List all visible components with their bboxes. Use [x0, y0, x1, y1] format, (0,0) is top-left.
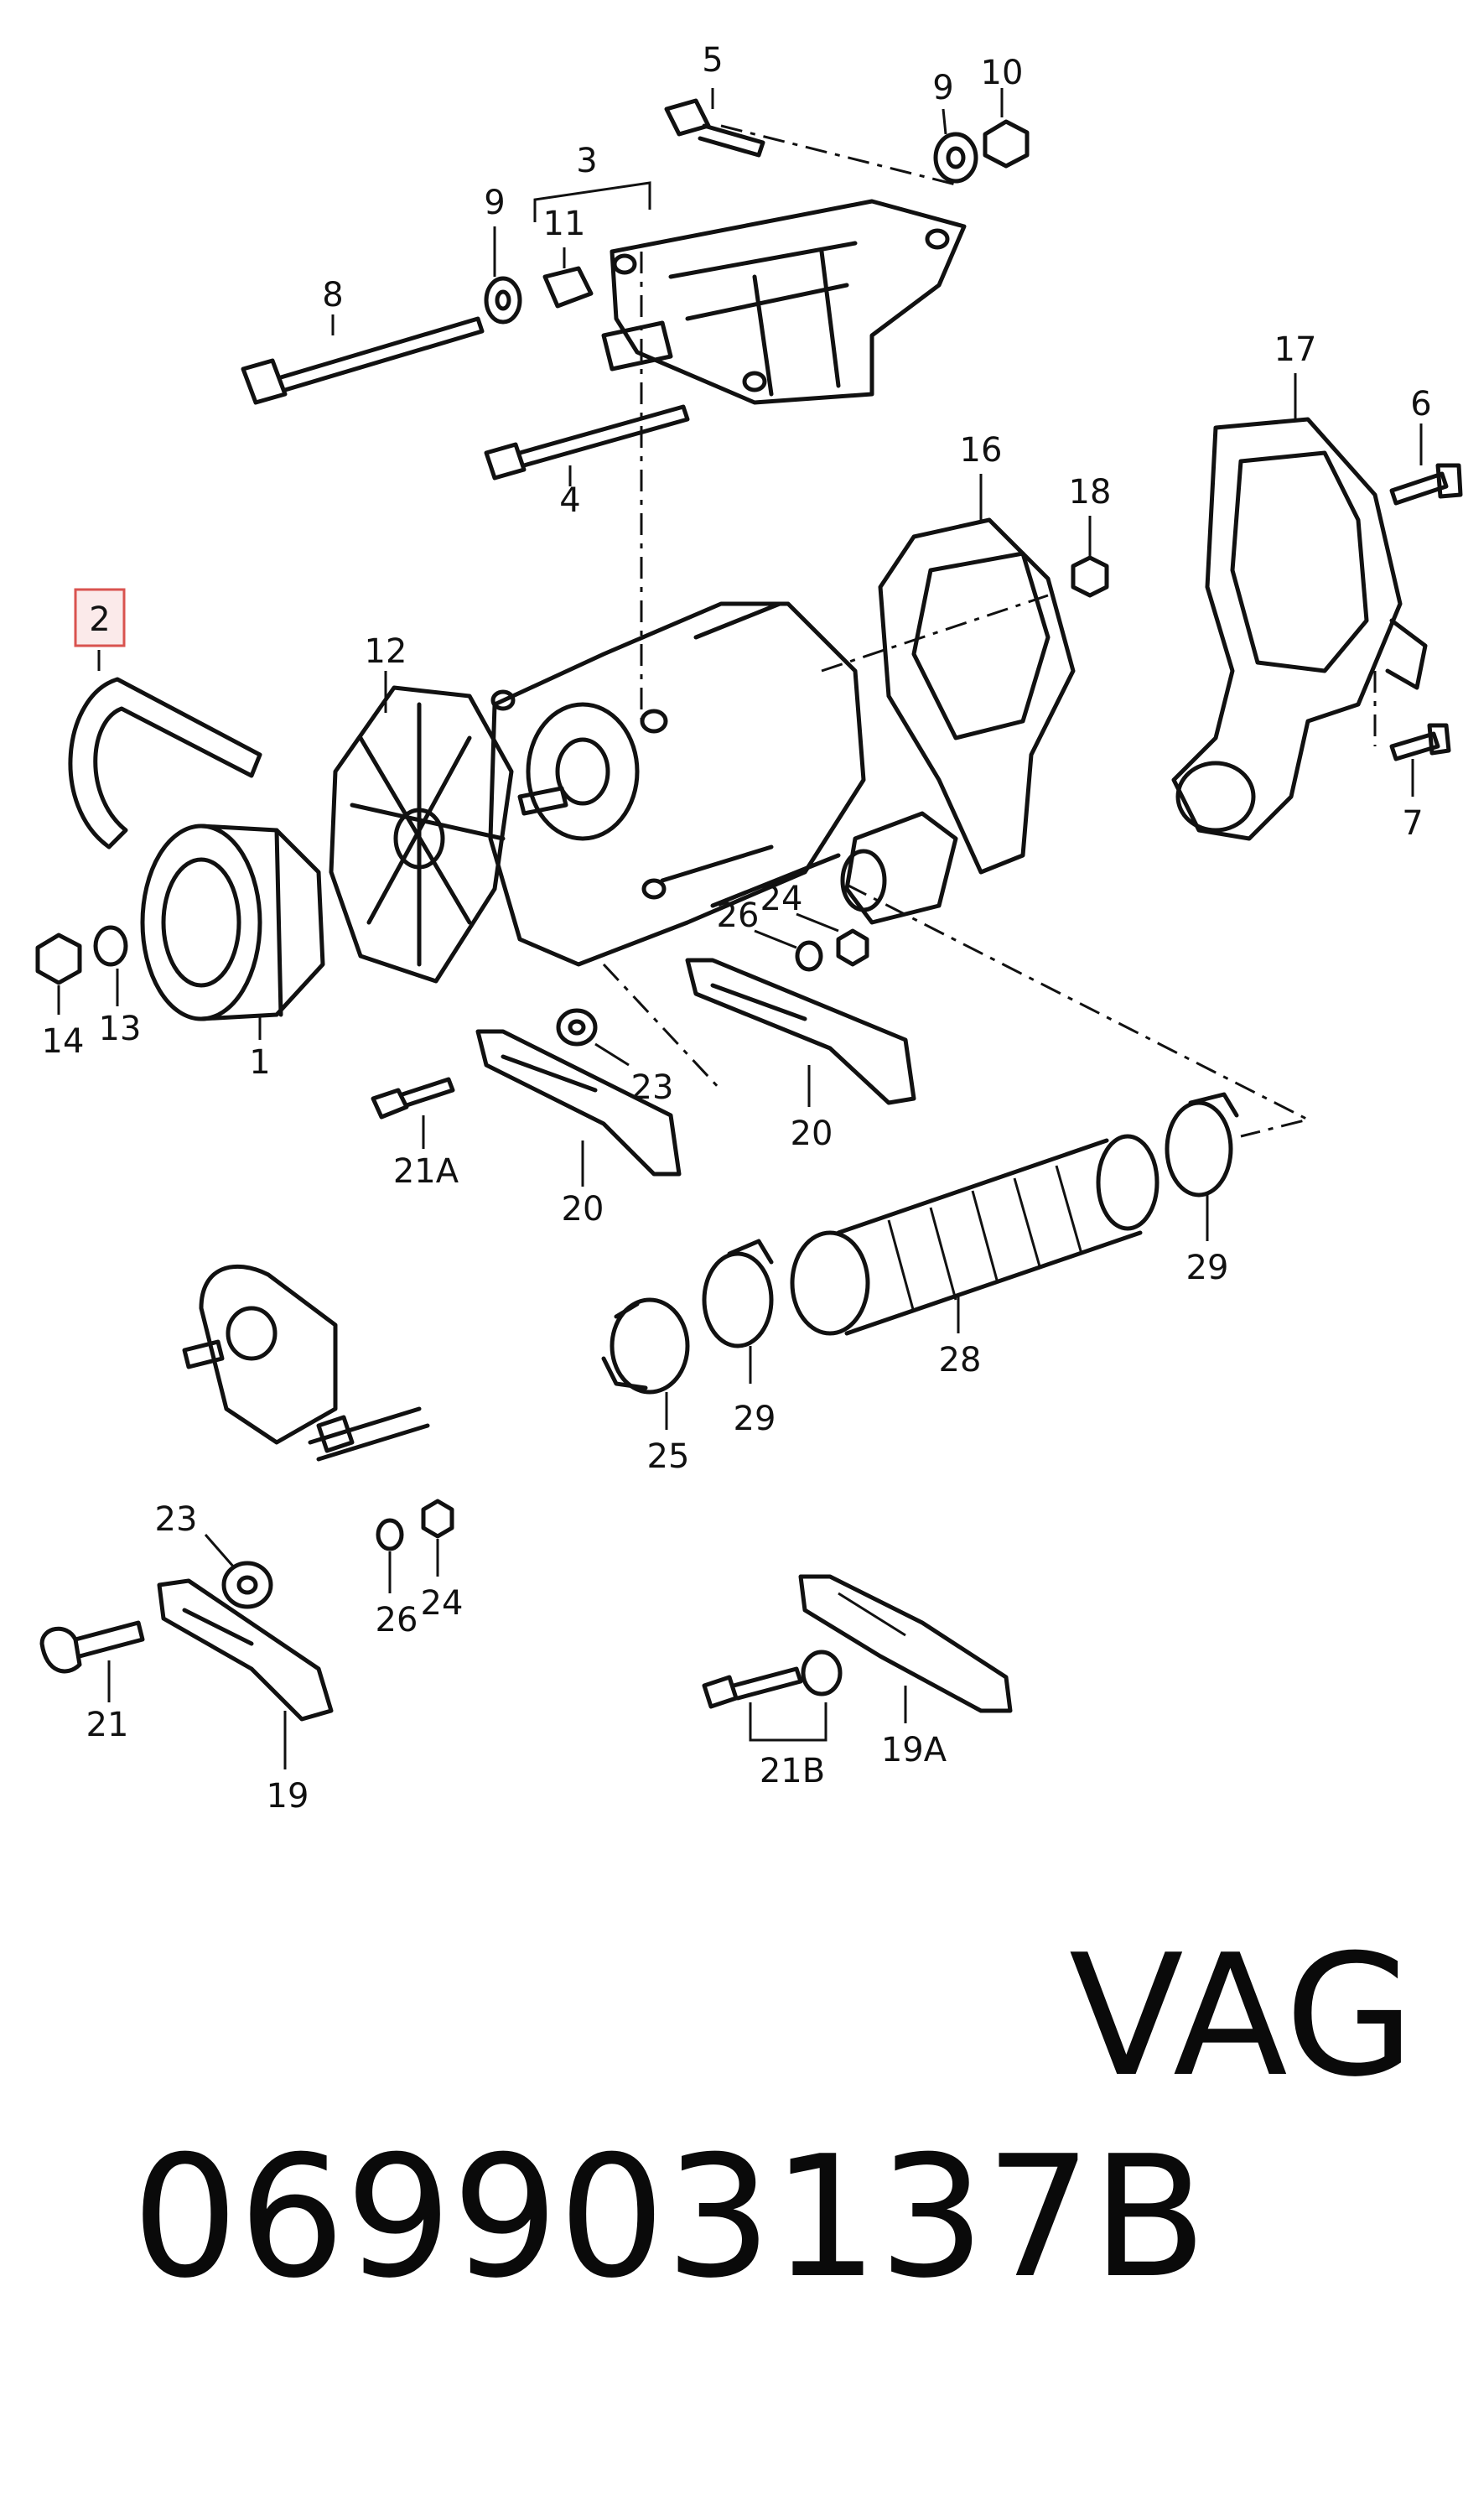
bolt-21	[39, 1620, 145, 1674]
callout-23-b: 23	[155, 1500, 198, 1539]
lock-washer-13	[93, 925, 128, 967]
brand-name: VAG	[1069, 1919, 1415, 2114]
bolt-21B	[702, 1650, 843, 1709]
callout-20-a: 20	[562, 1190, 604, 1229]
callout-2-highlight	[74, 588, 126, 647]
nut-14	[35, 933, 82, 985]
callout-21A: 21A	[393, 1152, 459, 1191]
callout-18: 18	[1069, 473, 1112, 512]
callout-11: 11	[543, 205, 586, 243]
callout-28: 28	[939, 1341, 982, 1380]
callout-9-a: 9	[484, 184, 505, 222]
callout-6: 6	[1410, 385, 1431, 423]
exploded-parts-diagram: 1 2 3 4 5 6 7 8 9 9 10 11 12 13 14 16 17…	[35, 41, 1463, 1816]
hose-28	[790, 1134, 1160, 1336]
callout-26-a: 26	[717, 896, 760, 935]
callout-24-a: 24	[760, 880, 803, 918]
callout-21B: 21B	[760, 1752, 825, 1790]
alternator	[488, 601, 866, 967]
tension-strap-20-left	[475, 1029, 682, 1177]
callout-5: 5	[702, 41, 723, 80]
callout-16: 16	[960, 431, 1003, 470]
callout-25: 25	[647, 1437, 690, 1476]
callout-29-a: 29	[734, 1400, 776, 1438]
fan-12	[329, 685, 514, 984]
callout-3: 3	[576, 142, 597, 180]
callout-2: 2	[89, 600, 110, 639]
duct-17	[1171, 417, 1428, 841]
nut-24	[836, 928, 869, 967]
callout-19: 19	[267, 1777, 309, 1816]
washer-23	[556, 1008, 598, 1047]
callout-26-b: 26	[376, 1601, 418, 1639]
callout-10: 10	[981, 54, 1024, 92]
callout-24-b: 24	[421, 1584, 464, 1623]
washer-26-lower	[376, 1518, 404, 1551]
strap-19	[157, 1578, 334, 1722]
washer-9-top	[933, 132, 978, 184]
callout-20-b: 20	[791, 1115, 833, 1153]
callout-13: 13	[99, 1010, 142, 1048]
bolt-21A	[371, 1077, 455, 1120]
screw-7	[1389, 723, 1451, 761]
alternator-detail-lower	[182, 1264, 430, 1462]
callout-19A: 19A	[881, 1731, 947, 1769]
nut-10	[983, 119, 1030, 169]
callout-4: 4	[559, 481, 580, 520]
nut-18	[1071, 555, 1109, 598]
bushing-11	[542, 266, 594, 309]
callout-9-b: 9	[932, 69, 953, 107]
washer-23-lower	[221, 1561, 273, 1609]
callout-29-b: 29	[1186, 1249, 1229, 1287]
hose-clamp-29-right	[1165, 1092, 1239, 1198]
alternator-bracket	[601, 199, 967, 405]
bolt-4	[484, 404, 690, 481]
washer-9	[484, 276, 522, 325]
bolt-5	[664, 98, 765, 158]
part-number-footer: 069903137B VAG	[25, 1916, 1450, 2315]
callout-14: 14	[42, 1022, 85, 1061]
callout-1: 1	[249, 1043, 270, 1082]
callout-17: 17	[1274, 330, 1317, 369]
washer-26	[795, 940, 823, 972]
adjuster-19A	[798, 1574, 1013, 1713]
adapter-25	[601, 1297, 690, 1395]
callout-21: 21	[86, 1706, 129, 1744]
callout-7: 7	[1402, 804, 1423, 843]
callout-12: 12	[365, 632, 407, 671]
v-belt-2	[68, 677, 262, 850]
hose-clamp-29-left	[702, 1239, 774, 1348]
cover-16	[840, 517, 1076, 925]
screw-6	[1389, 463, 1463, 506]
callout-8: 8	[322, 276, 343, 314]
pulley-1	[140, 824, 325, 1021]
part-number: 069903137B	[132, 2120, 1207, 2315]
tension-strap-20-right	[685, 958, 916, 1105]
callout-23-a: 23	[631, 1068, 674, 1107]
nut-24-lower	[421, 1499, 454, 1539]
bolt-8	[241, 316, 485, 405]
